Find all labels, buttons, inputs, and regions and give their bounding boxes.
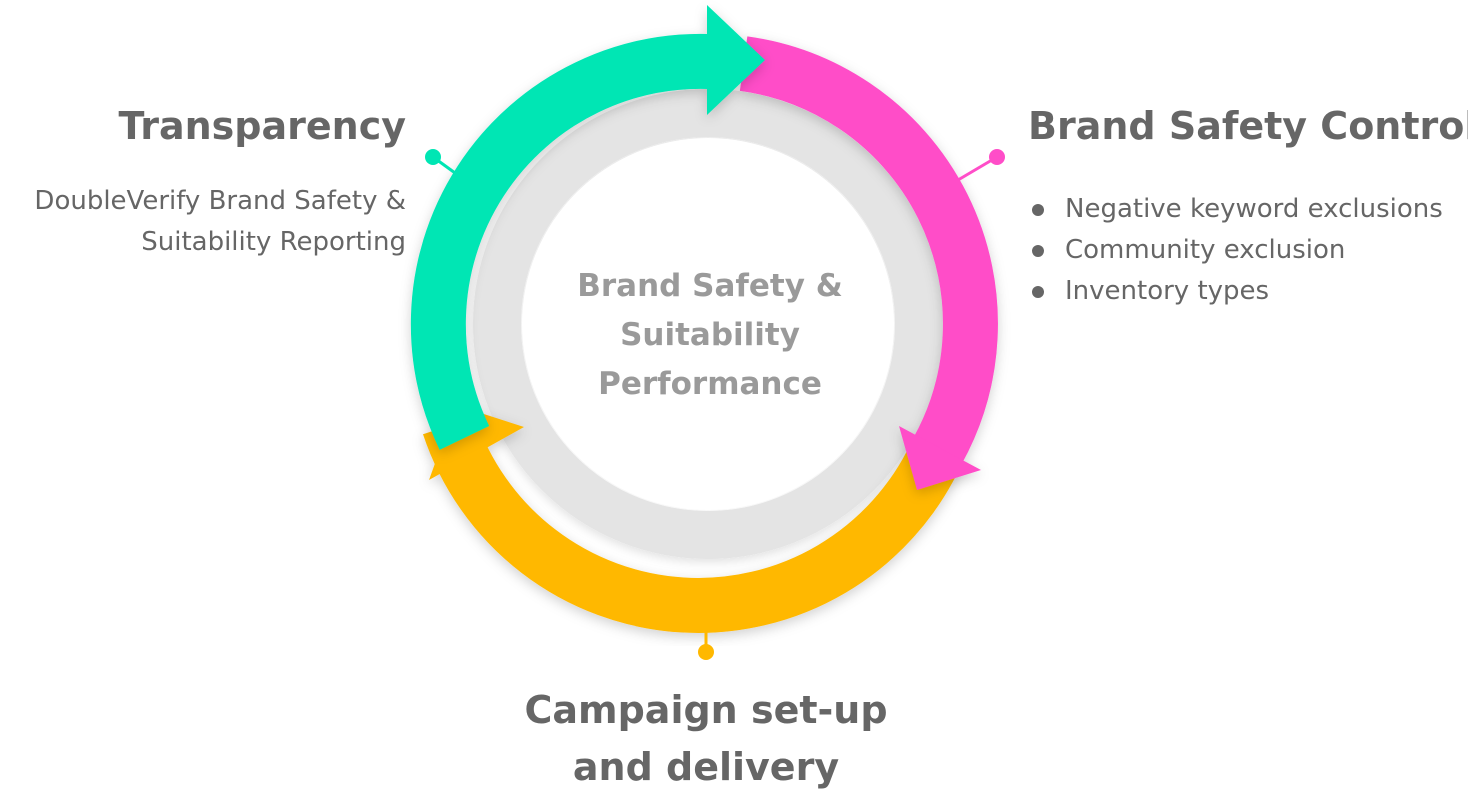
transparency-description-line-2: Suitability Reporting	[141, 227, 406, 257]
transparency-arrowhead	[707, 5, 765, 115]
list-item-label: Negative keyword exclusions	[1065, 194, 1443, 224]
campaign-pin	[698, 615, 714, 660]
list-item-label: Inventory types	[1065, 276, 1270, 306]
transparency-title: Transparency	[118, 104, 406, 148]
center-disc	[522, 138, 894, 510]
brand-safety-controls-title: Brand Safety Controls	[1028, 104, 1468, 148]
transparency-arc	[410, 33, 709, 450]
transparency-pin	[425, 149, 463, 180]
bullet-icon	[1032, 245, 1044, 257]
transparency-arrow	[410, 5, 765, 450]
list-item: Negative keyword exclusions	[1028, 189, 1443, 230]
bullet-icon	[1032, 204, 1044, 216]
center-label-line-2: Suitability	[620, 317, 800, 353]
center-label-line-3: Performance	[598, 366, 822, 402]
transparency-description: DoubleVerify Brand Safety & Suitability …	[34, 181, 406, 263]
brand-safety-controls-pin	[957, 149, 1005, 182]
center-label-line-1: Brand Safety &	[577, 268, 843, 304]
bullet-icon	[1032, 286, 1044, 298]
brand-safety-controls-list: Negative keyword exclusions Community ex…	[1028, 189, 1443, 312]
campaign-arc	[423, 416, 961, 633]
list-item: Community exclusion	[1028, 230, 1443, 271]
campaign-title: Campaign set-up and delivery	[506, 682, 906, 796]
brand-safety-controls-arrow	[739, 36, 998, 490]
brand-safety-controls-arrowhead	[899, 426, 981, 490]
campaign-title-line-1: Campaign set-up	[524, 688, 888, 732]
transparency-description-line-1: DoubleVerify Brand Safety &	[34, 186, 406, 216]
center-label: Brand Safety & Suitability Performance	[540, 262, 880, 409]
list-item-label: Community exclusion	[1065, 235, 1346, 265]
campaign-title-line-2: and delivery	[572, 745, 840, 789]
list-item: Inventory types	[1028, 271, 1443, 312]
brand-safety-controls-arc	[739, 36, 998, 465]
